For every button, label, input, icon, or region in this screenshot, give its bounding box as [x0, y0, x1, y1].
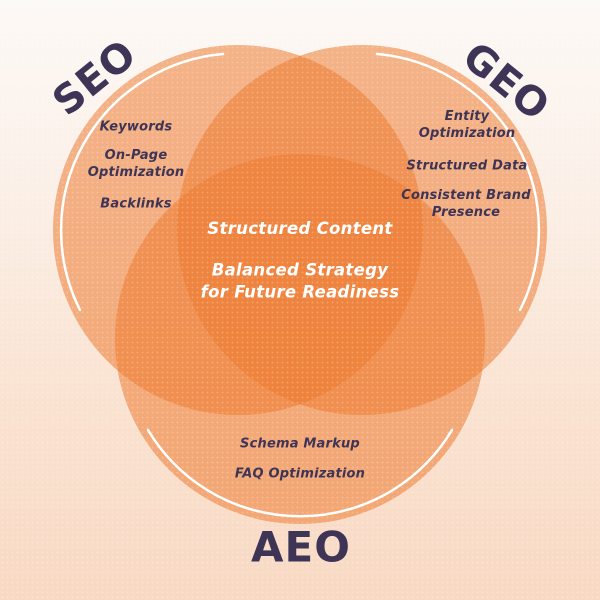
aeo-label: AEO: [251, 522, 351, 572]
geo-item-structured-data: Structured Data: [406, 158, 528, 174]
geo-item-consistent-brand-presence: Consistent Brand Presence: [401, 188, 531, 220]
center-text-balanced-strategy: Balanced Strategy for Future Readiness: [200, 260, 400, 302]
aeo-circle: [115, 154, 485, 524]
seo-circle-arc: [59, 52, 225, 312]
geo-circle-arc: [375, 52, 541, 312]
aeo-circle-arc: [146, 428, 454, 518]
seo-item-keywords: Keywords: [99, 119, 173, 135]
geo-item-entity-optimization: Entity Optimization: [418, 109, 516, 141]
center-text-structured-content: Structured Content: [207, 218, 393, 238]
aeo-item-faq-optimization: FAQ Optimization: [234, 466, 366, 482]
aeo-item-schema-markup: Schema Markup: [240, 436, 360, 452]
seo-item-on-page-optimization: On-Page Optimization: [87, 148, 185, 180]
seo-item-backlinks: Backlinks: [100, 196, 172, 212]
